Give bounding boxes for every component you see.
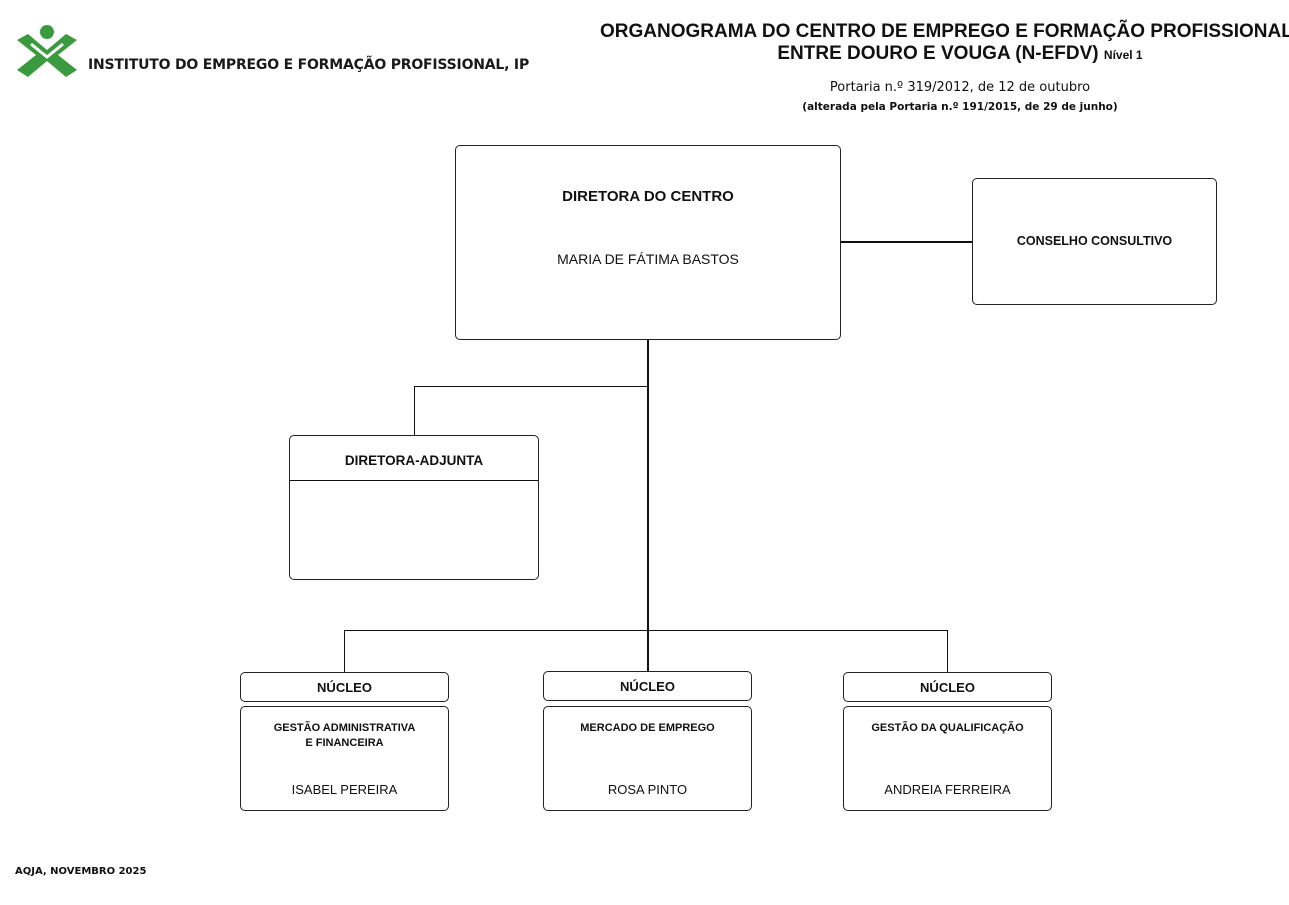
unit-person-name: ROSA PINTO — [607, 782, 688, 797]
level-label: Nível 1 — [1103, 48, 1143, 62]
portaria-amendment: (alterada pela Portaria n.º 191/2015, de… — [802, 101, 1118, 113]
iefp-logo-icon — [17, 25, 77, 77]
unit-header-label: NÚCLEO — [620, 679, 675, 694]
institute-name: INSTITUTO DO EMPREGO E FORMAÇÃO PROFISSI… — [88, 57, 530, 73]
title-line-2: ENTRE DOURO E VOUGA (N-EFDV) — [777, 43, 1099, 64]
director-box: DIRETORA DO CENTRO MARIA DE FÁTIMA BASTO… — [455, 145, 841, 340]
title-line-2-wrap: ENTRE DOURO E VOUGA (N-EFDV) Nível 1 — [600, 43, 1289, 66]
director-name: MARIA DE FÁTIMA BASTOS — [557, 251, 739, 267]
unit-person-name: ANDREIA FERREIRA — [884, 782, 1011, 797]
unit-box-2: MERCADO DE EMPREGO ROSA PINTO — [543, 706, 752, 811]
connector-director-trunk — [647, 340, 649, 672]
unit-header-3: NÚCLEO — [843, 672, 1052, 702]
unit-header-label: NÚCLEO — [920, 680, 975, 695]
council-title: CONSELHO CONSULTIVO — [1016, 234, 1173, 248]
connector-deputy-vertical — [414, 386, 416, 436]
deputy-box: DIRETORA-ADJUNTA — [289, 435, 539, 580]
unit-header-1: NÚCLEO — [240, 672, 449, 702]
deputy-title: DIRETORA-ADJUNTA — [344, 453, 484, 468]
connector-units-horizontal — [344, 630, 948, 632]
council-box: CONSELHO CONSULTIVO — [972, 178, 1217, 305]
title-line-1: ORGANOGRAMA DO CENTRO DE EMPREGO E FORMA… — [600, 21, 1289, 42]
connector-director-council — [840, 241, 973, 243]
unit-box-3: GESTÃO DA QUALIFICAÇÃO ANDREIA FERREIRA — [843, 706, 1052, 811]
unit-title-line-2: E FINANCEIRA — [305, 737, 384, 749]
unit-title-line-1: GESTÃO ADMINISTRATIVA — [273, 722, 416, 734]
unit-title-line-1: GESTÃO DA QUALIFICAÇÃO — [871, 722, 1024, 734]
director-title: DIRETORA DO CENTRO — [562, 188, 734, 205]
unit-title-line-1: MERCADO DE EMPREGO — [580, 722, 715, 734]
unit-box-1: GESTÃO ADMINISTRATIVA E FINANCEIRA ISABE… — [240, 706, 449, 811]
deputy-divider — [290, 480, 538, 482]
unit-header-2: NÚCLEO — [543, 671, 752, 701]
connector-unit-1 — [344, 630, 346, 672]
footer-credit: AQJA, NOVEMBRO 2025 — [15, 866, 147, 877]
portaria-reference: Portaria n.º 319/2012, de 12 de outubro — [829, 80, 1091, 95]
unit-header-label: NÚCLEO — [317, 680, 372, 695]
connector-unit-3 — [947, 630, 949, 672]
page-title: ORGANOGRAMA DO CENTRO DE EMPREGO E FORMA… — [600, 21, 1289, 66]
unit-person-name: ISABEL PEREIRA — [291, 782, 398, 797]
connector-deputy-horizontal — [414, 386, 648, 388]
